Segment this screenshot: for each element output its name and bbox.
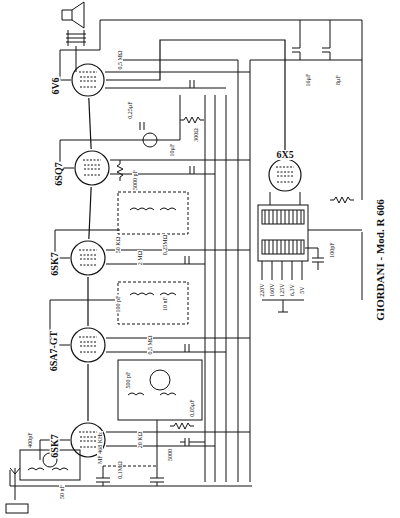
component-value: 10µF: [169, 143, 175, 158]
component-value: 125V: [279, 282, 285, 297]
tube-outline: [71, 241, 105, 275]
signal-wire: [87, 364, 88, 421]
grid-leads: [40, 20, 180, 460]
tube-type: 6V6: [50, 76, 60, 95]
component-value: 100pF: [329, 241, 335, 258]
tube-outline: [71, 328, 105, 362]
component-value: 5000: [167, 448, 173, 462]
component-value: 5V: [299, 285, 305, 294]
component-value: 2 MΩ: [137, 250, 143, 266]
antenna: [10, 468, 20, 500]
tube: 6SA7-GT: [70, 327, 106, 363]
transformer-windings: [262, 240, 304, 254]
signal-wire: [106, 40, 285, 157]
speaker: [62, 2, 84, 28]
tube-outline: [269, 159, 301, 191]
signal-wire: [89, 187, 91, 239]
tube-electrodes: [79, 250, 97, 265]
filter-capacitor: [305, 248, 324, 270]
tube: 6X5: [268, 158, 302, 192]
tube-rungs: [105, 72, 250, 446]
tube-envelope: [70, 327, 106, 363]
if-transformer: [118, 282, 188, 324]
tube-outline: [72, 64, 104, 96]
transformer-taps: [262, 192, 362, 280]
tube-outline: [75, 151, 109, 185]
signal-wire: [89, 98, 91, 149]
component-value: 0,25MΩ: [162, 234, 168, 256]
component-value: 20 KΩ: [137, 431, 143, 449]
tube-type: 6SK7: [49, 433, 59, 458]
gang-capacitor: [96, 420, 164, 486]
tube-electrodes: [79, 432, 97, 447]
component-value: 50 KΩ: [115, 236, 121, 254]
coil-box: [118, 360, 202, 420]
diagram-title: GIORDANI - Mod. R 606: [375, 198, 386, 321]
tube: 6SK7: [70, 240, 106, 276]
tube: 6V6: [71, 63, 105, 97]
component-value: 300Ω: [193, 127, 199, 142]
transformer-windings: [262, 210, 304, 224]
tube-electrodes: [79, 337, 97, 352]
component-value: 16µF: [305, 73, 311, 88]
ground-line: [10, 470, 252, 486]
tube-type: 6SK7: [49, 251, 59, 276]
mains-plug: [262, 300, 304, 312]
resistors: [117, 117, 354, 429]
tube-electrodes: [83, 160, 101, 175]
maker-logo: [6, 504, 28, 513]
component-value: 10 nF: [162, 296, 168, 312]
component-value: 6,3V: [289, 283, 295, 297]
bus-wires: [205, 60, 250, 482]
signal-wire: [87, 277, 88, 326]
component-value: 220V: [259, 282, 265, 297]
component-value: 0,5 MΩ: [147, 335, 153, 356]
component-value: 0,1MΩ: [117, 460, 123, 479]
volume-control: [143, 133, 157, 147]
tube-type: 6SQ7: [53, 161, 63, 186]
tube-electrodes: [276, 167, 294, 182]
band-switch: [150, 370, 170, 390]
power-transformer: [258, 205, 308, 261]
coil-windings: [28, 208, 176, 470]
component-value: 0,05µF: [189, 398, 195, 417]
component-value: 50 nF: [59, 484, 65, 500]
tuning-link: [103, 466, 157, 467]
component-value: MF 468 KHz: [97, 431, 103, 465]
tube-electrodes: [79, 72, 97, 87]
if-transformer: [118, 192, 188, 234]
tube-envelope: [71, 63, 105, 97]
component-value: 8µF: [335, 74, 341, 86]
tube-type: 6SA7-GT: [49, 330, 59, 373]
component-value: 100 pF: [115, 295, 121, 314]
output-transformer: [66, 30, 86, 72]
component-value: 5000 pF: [132, 169, 138, 191]
tube-envelope: [74, 150, 110, 186]
tube-envelope: [70, 240, 106, 276]
component-value: 400pF: [27, 431, 33, 448]
capacitors: [140, 48, 330, 446]
component-value: 160V: [269, 282, 275, 297]
tube-envelope: [268, 158, 302, 192]
tube: 6SQ7: [74, 150, 110, 186]
component-value: 500 pF: [125, 371, 131, 390]
component-value: 0,5 MΩ: [117, 50, 123, 71]
tube-type: 6X5: [276, 150, 295, 160]
component-value: 0,25µF: [127, 100, 133, 119]
